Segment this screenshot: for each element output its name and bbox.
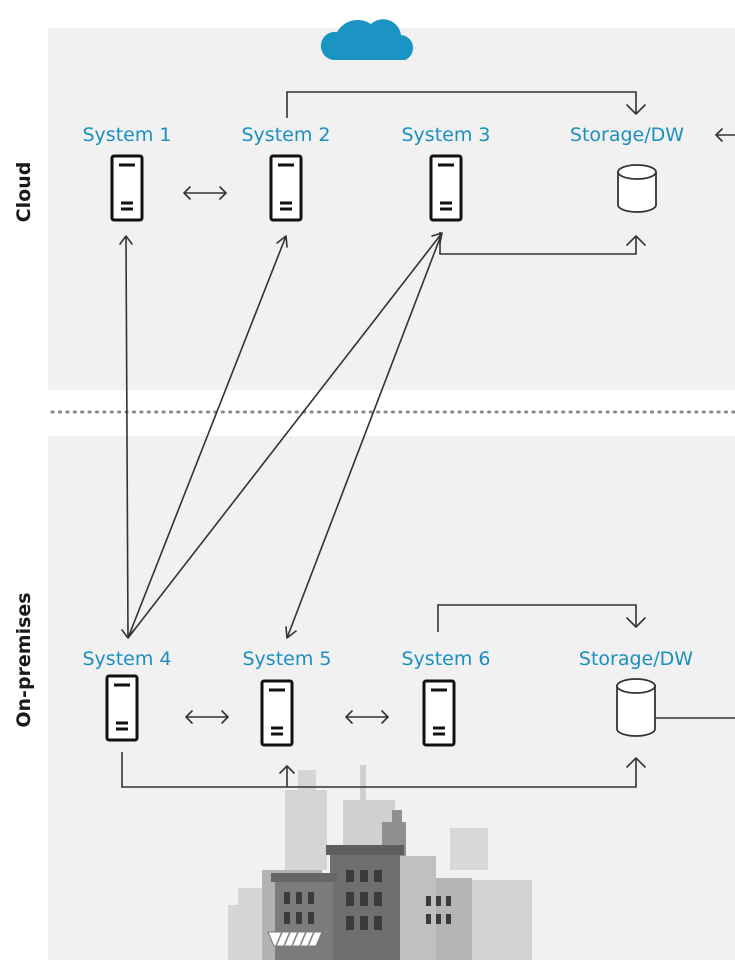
- onprem-storage-database-icon: [616, 678, 656, 737]
- arrowhead: [345, 710, 353, 724]
- edge-s4-s3: [127, 232, 443, 639]
- onprem-connections: [121, 604, 735, 788]
- system-4-server-icon: [105, 674, 139, 742]
- edge-s6-to-onprem-storage: [437, 604, 637, 632]
- arrowhead: [219, 186, 227, 200]
- onprem-zone-label: On-premises: [13, 592, 35, 727]
- cloud-icon: [320, 19, 414, 61]
- arrowhead: [715, 128, 723, 142]
- cloud-storage-dw-label: Storage/DW: [570, 124, 684, 146]
- system-1-server-icon: [110, 154, 144, 222]
- arrowhead: [119, 235, 133, 245]
- arrowhead: [626, 104, 646, 115]
- system-2-label: System 2: [242, 124, 331, 146]
- arrowhead: [276, 235, 288, 248]
- cross-zone-connections: [119, 232, 443, 639]
- cloud-zone-label: Cloud: [13, 162, 35, 223]
- arrowhead: [626, 757, 646, 768]
- system-5-server-icon: [260, 679, 294, 747]
- arrowhead: [431, 232, 443, 244]
- system-3-server-icon: [429, 154, 463, 222]
- edge-s4-s2: [127, 235, 287, 639]
- system-3-label: System 3: [402, 124, 491, 146]
- edge-s2-to-cloud-storage: [286, 91, 637, 118]
- system-5-label: System 5: [243, 648, 332, 670]
- city-buildings-icon: [228, 765, 532, 960]
- system-2-server-icon: [269, 154, 303, 222]
- system-6-server-icon: [422, 679, 456, 747]
- system-6-label: System 6: [402, 648, 491, 670]
- arrowhead: [626, 235, 646, 246]
- arrowhead: [285, 626, 297, 639]
- edge-bottom-bus: [121, 752, 637, 788]
- edge-s3-s5: [286, 237, 441, 639]
- cloud-storage-database-icon: [617, 164, 657, 213]
- arrowhead: [183, 186, 191, 200]
- edge-s4-s1: [125, 235, 129, 639]
- arrowhead: [279, 765, 295, 774]
- arrowhead: [381, 710, 389, 724]
- system-1-label: System 1: [83, 124, 172, 146]
- system-4-label: System 4: [83, 648, 172, 670]
- arrowhead: [626, 617, 646, 628]
- arrowhead: [221, 710, 229, 724]
- onprem-storage-dw-label: Storage/DW: [579, 648, 693, 670]
- arrowhead: [185, 710, 193, 724]
